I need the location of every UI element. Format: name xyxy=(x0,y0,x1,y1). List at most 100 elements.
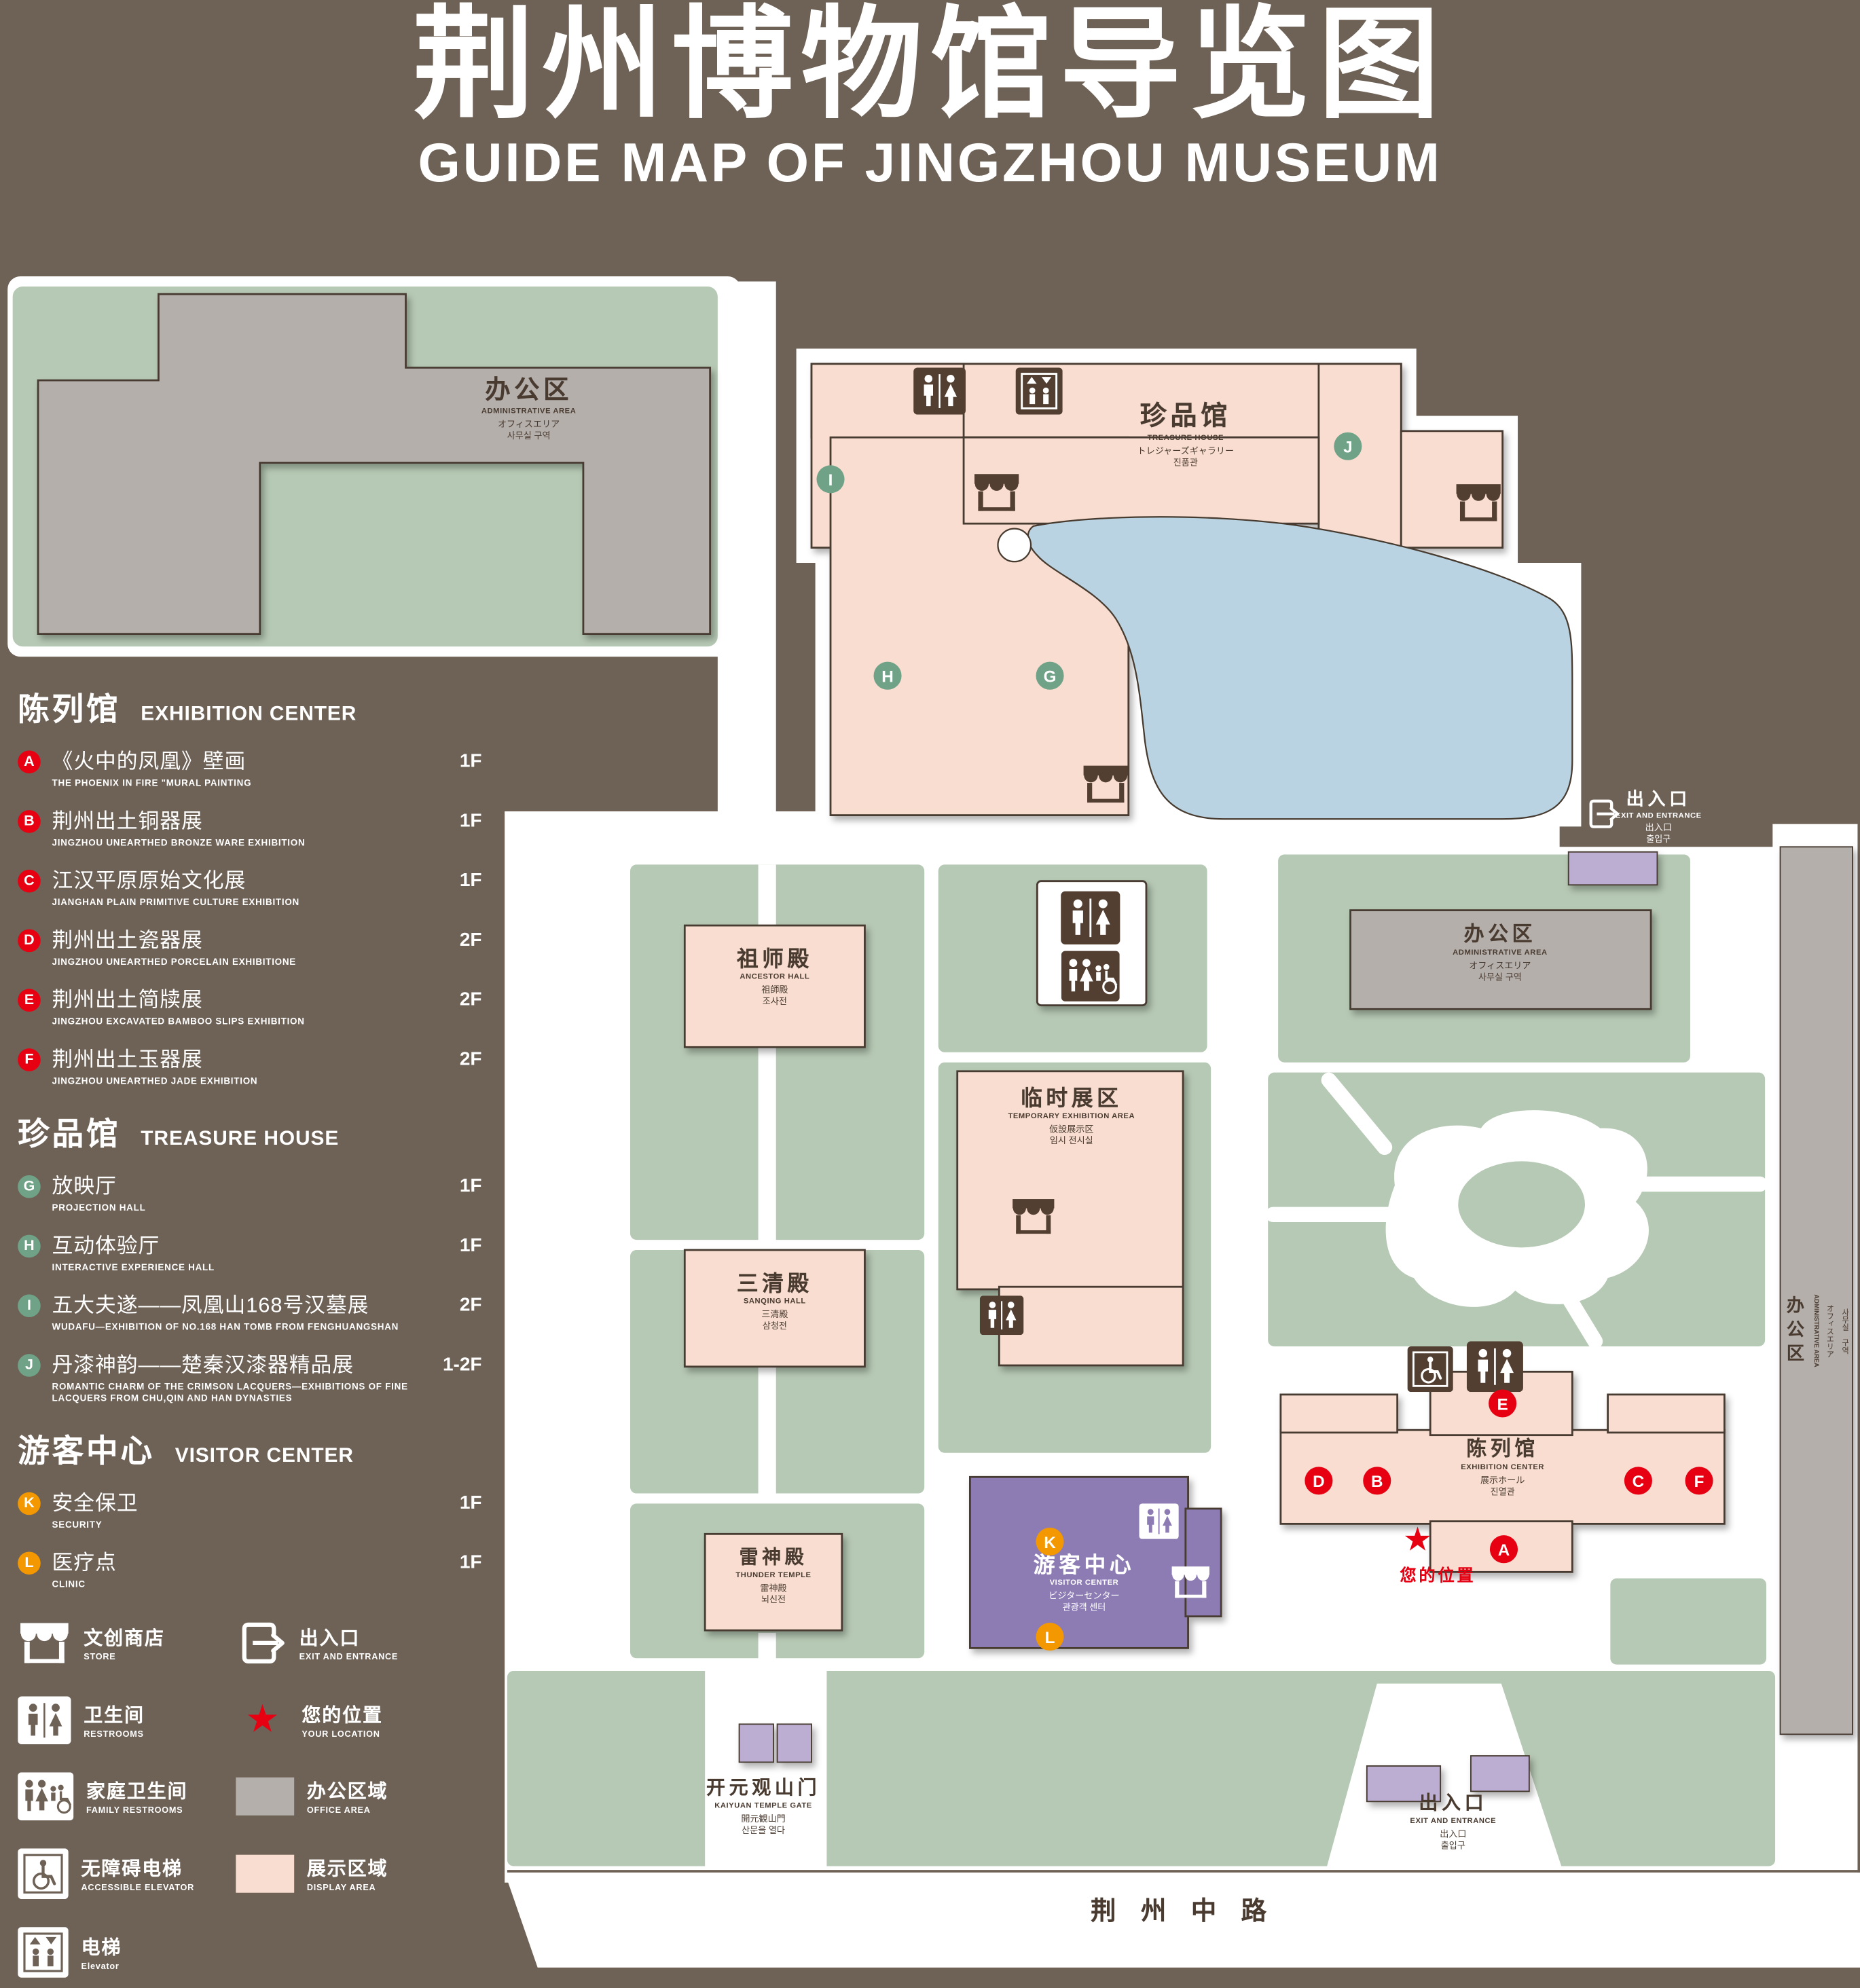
restroom-icon xyxy=(1138,1503,1180,1539)
legend-symbol-store: 文创商店 STORE xyxy=(18,1618,236,1669)
symbol-label-zh: 展示区域 xyxy=(306,1858,388,1881)
legend-symbol-restroom: 卫生间 RESTROOMS xyxy=(18,1696,236,1744)
legend-symbols: 文创商店 STORE 出入口 EXIT AND ENTRANCE 卫生间 RES… xyxy=(18,1618,494,1978)
legend-item-name-zh: 安全保卫 xyxy=(52,1492,139,1515)
restroom-icon xyxy=(18,1696,71,1744)
lake xyxy=(1027,516,1573,820)
legend-item-name-zh: 荆州出土瓷器展 xyxy=(52,929,203,953)
legend-item-floor: 1F xyxy=(459,810,482,832)
legend-letter-badge: J xyxy=(18,1354,41,1377)
legend-item-c: C 江汉平原原始文化展 JIANGHAN PLAIN PRIMITIVE CUL… xyxy=(18,868,494,908)
legend-section-title-en: VISITOR CENTER xyxy=(175,1445,354,1467)
legend-letter-badge: L xyxy=(18,1551,41,1575)
legend-symbol-exit: 出入口 EXIT AND ENTRANCE xyxy=(236,1618,494,1669)
legend-symbol-accessible-elevator: 无障碍电梯 ACCESSIBLE ELEVATOR xyxy=(18,1848,236,1899)
building-admin-east xyxy=(1349,909,1652,1010)
legend-item-l: L 医疗点 CLINIC 1F xyxy=(18,1551,494,1589)
building-thunder-temple xyxy=(704,1532,843,1632)
building-visitor-center xyxy=(969,1475,1222,1649)
legend-item-b: B 荆州出土铜器展 JINGZHOU UNEARTHED BRONZE WARE… xyxy=(18,809,494,848)
exit-icon xyxy=(1591,801,1618,827)
symbol-label-zh: 出入口 xyxy=(299,1627,361,1650)
office-area-swatch xyxy=(236,1777,295,1816)
legend-symbol-your-location: ★ 您的位置 YOUR LOCATION xyxy=(236,1696,494,1744)
ground-path-cuts xyxy=(705,864,1649,1869)
legend-item-name-en: SECURITY xyxy=(52,1518,103,1530)
legend-item-name-zh: 丹漆神韵——楚秦汉漆器精品展 xyxy=(52,1354,354,1377)
legend-item-name-zh: 江汉平原原始文化展 xyxy=(52,869,247,893)
area-admin-strip-east xyxy=(1779,846,1853,1735)
legend-item-j: J 丹漆神韵——楚秦汉漆器精品展 ROMANTIC CHARM OF THE C… xyxy=(18,1352,494,1403)
legend-item-e: E 荆州出土简牍展 JINGZHOU EXCAVATED BAMBOO SLIP… xyxy=(18,988,494,1027)
entrance-pads xyxy=(738,851,1658,1803)
elevator-icon xyxy=(1015,367,1063,415)
legend-section-treasure-house: 珍品馆 TREASURE HOUSE G 放映厅 PROJECTION HALL… xyxy=(18,1109,494,1403)
symbol-label-zh: 办公区域 xyxy=(306,1781,388,1803)
restroom-icon xyxy=(1465,1341,1525,1393)
symbol-label-zh: 卫生间 xyxy=(84,1705,145,1727)
legend-letter-badge: C xyxy=(18,869,41,893)
family-restroom-icon xyxy=(1061,951,1120,1002)
legend-item-floor: 2F xyxy=(459,1294,482,1317)
legend-item-name-en: JINGZHOU UNEARTHED BRONZE WARE EXHIBITIO… xyxy=(52,836,306,849)
building-admin-northwest xyxy=(37,293,712,636)
store-icon xyxy=(18,1620,71,1665)
legend-section-title-en: TREASURE HOUSE xyxy=(141,1128,340,1150)
legend-item-name-en: JINGZHOU UNEARTHED PORCELAIN EXHIBITIONE xyxy=(52,955,297,968)
road-jingzhou xyxy=(505,1872,1860,1968)
page-title: 荆州博物馆导览图 xyxy=(412,0,1448,134)
legend-item-name-zh: 荆州出土简牍展 xyxy=(52,989,203,1012)
legend-item-name-en: PROJECTION HALL xyxy=(52,1202,146,1213)
display-area-swatch xyxy=(236,1854,295,1893)
symbol-label-en: OFFICE AREA xyxy=(306,1806,371,1816)
symbol-label-en: FAMILY RESTROOMS xyxy=(86,1806,183,1816)
legend-item-floor: 1F xyxy=(459,750,482,773)
legend-symbol-office-area: 办公区域 OFFICE AREA xyxy=(236,1772,494,1820)
fountain xyxy=(997,528,1032,563)
location-star-icon: ★ xyxy=(245,1699,280,1741)
symbol-label-en: ACCESSIBLE ELEVATOR xyxy=(81,1883,195,1893)
legend-item-name-zh: 医疗点 xyxy=(52,1551,117,1575)
legend-item-name-en: JINGZHOU UNEARTHED JADE EXHIBITION xyxy=(52,1075,258,1087)
accessible-elevator-icon xyxy=(18,1848,69,1899)
legend-item-a: A 《火中的凤凰》壁画 THE PHOENIX IN FIRE "MURAL P… xyxy=(18,750,494,788)
legend-item-name-zh: 荆州出土铜器展 xyxy=(52,810,203,833)
symbol-label-zh: 家庭卫生间 xyxy=(86,1781,188,1803)
exit-icon xyxy=(236,1618,287,1669)
restroom-icon xyxy=(979,1295,1025,1336)
legend-section-title-en: EXHIBITION CENTER xyxy=(141,703,357,726)
legend-symbol-display-area: 展示区域 DISPLAY AREA xyxy=(236,1848,494,1899)
legend-letter-badge: G xyxy=(18,1175,41,1198)
legend-item-name-zh: 放映厅 xyxy=(52,1175,117,1198)
legend-item-floor: 1F xyxy=(459,1551,482,1574)
symbol-label-zh: 电梯 xyxy=(81,1937,122,1959)
legend-letter-badge: D xyxy=(18,929,41,953)
symbol-label-en: EXIT AND ENTRANCE xyxy=(299,1653,399,1662)
legend-section-title-zh: 游客中心 xyxy=(18,1433,155,1470)
legend-section-title-zh: 珍品馆 xyxy=(18,1117,121,1153)
legend-item-name-en: ROMANTIC CHARM OF THE CRIMSON LACQUERS—E… xyxy=(52,1380,408,1403)
legend-item-floor: 1-2F xyxy=(442,1354,482,1376)
legend-item-name-zh: 《火中的凤凰》壁画 xyxy=(52,750,247,773)
page-subtitle: GUIDE MAP OF JINGZHOU MUSEUM xyxy=(418,132,1442,194)
legend-item-k: K 安全保卫 SECURITY 1F xyxy=(18,1491,494,1530)
building-treasure-house xyxy=(810,363,1504,817)
symbol-label-zh: 文创商店 xyxy=(84,1627,165,1650)
legend-letter-badge: A xyxy=(18,750,41,773)
symbol-label-en: Elevator xyxy=(81,1962,120,1972)
legend-item-h: H 互动体验厅 INTERACTIVE EXPERIENCE HALL 1F xyxy=(18,1234,494,1273)
legend-item-name-en: JIANGHAN PLAIN PRIMITIVE CULTURE EXHIBIT… xyxy=(52,896,299,908)
legend-item-name-en: WUDAFU—EXHIBITION OF NO.168 HAN TOMB FRO… xyxy=(52,1321,399,1333)
legend-section-visitor-center: 游客中心 VISITOR CENTER K 安全保卫 SECURITY 1F L… xyxy=(18,1426,494,1589)
legend-item-name-zh: 互动体验厅 xyxy=(52,1234,160,1258)
accessible-elevator-icon xyxy=(1407,1346,1453,1393)
legend-item-i: I 五大夫遂——凤凰山168号汉墓展 WUDAFU—EXHIBITION OF … xyxy=(18,1293,494,1333)
legend-item-floor: 1F xyxy=(459,1175,482,1197)
symbol-label-en: DISPLAY AREA xyxy=(306,1883,376,1893)
family-restroom-icon xyxy=(18,1772,73,1820)
legend-item-d: D 荆州出土瓷器展 JINGZHOU UNEARTHED PORCELAIN E… xyxy=(18,928,494,968)
building-temporary-exhibition xyxy=(956,1070,1184,1367)
legend-item-g: G 放映厅 PROJECTION HALL 1F xyxy=(18,1174,494,1213)
symbol-label-en: YOUR LOCATION xyxy=(302,1730,380,1740)
